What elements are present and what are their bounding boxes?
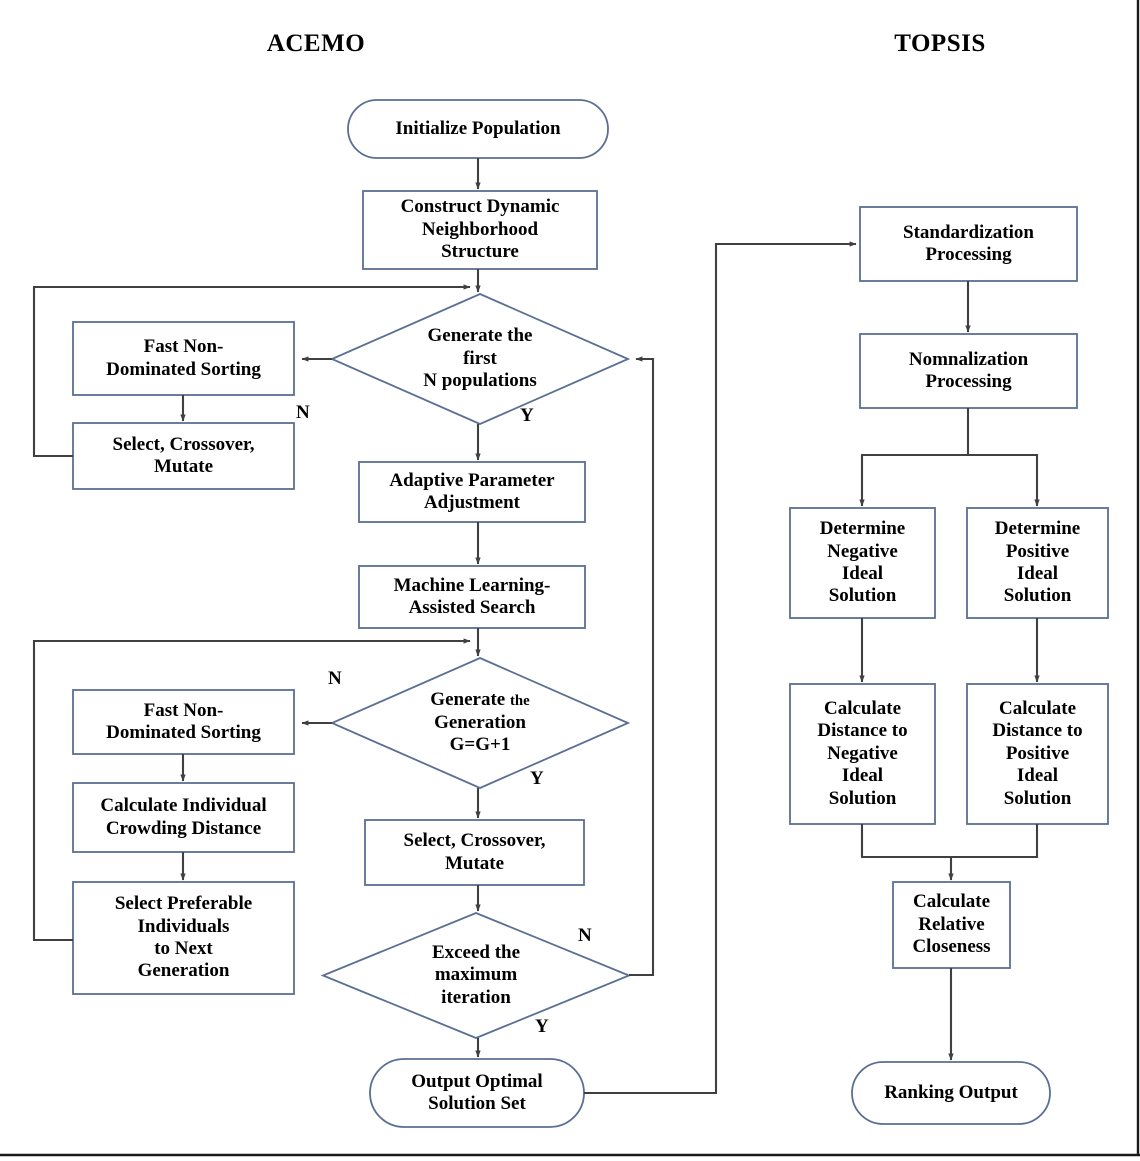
node-select-preferable-individuals[interactable]: [72, 881, 295, 995]
node-generate-generation[interactable]: [329, 657, 631, 789]
edge-feedback-loop-2: [32, 638, 471, 942]
column-title-acemo: ACEMO: [266, 30, 366, 57]
connector-lines: [32, 158, 1040, 1095]
node-calculate-individual-crowding-distance[interactable]: [72, 782, 295, 853]
edge-feedback-loop-1: [32, 284, 471, 458]
node-fast-non-dominated-sorting-2[interactable]: [72, 689, 295, 755]
edge-calc-positive-to-closeness: [951, 824, 1039, 859]
node-machine-learning-assisted-search[interactable]: [358, 565, 586, 629]
node-calculate-distance-positive-ideal-solution[interactable]: [966, 683, 1109, 825]
column-title-topsis: TOPSIS: [894, 30, 986, 57]
node-calculate-distance-negative-ideal-solution[interactable]: [789, 683, 936, 825]
node-initialize-population[interactable]: [347, 99, 609, 159]
node-nomnalization-processing[interactable]: [859, 333, 1078, 409]
edge-label-y-label-first-populations: Y: [520, 405, 534, 426]
node-determine-positive-ideal-solution[interactable]: [966, 507, 1109, 619]
edge-label-y-label-exceed-iteration: Y: [535, 1016, 549, 1037]
edge-label-y-label-generate-generation: Y: [530, 768, 544, 789]
node-generate-first-n-populations[interactable]: [329, 293, 631, 425]
node-exceed-maximum-iteration[interactable]: [320, 912, 632, 1039]
node-output-optimal-solution-set[interactable]: [369, 1058, 585, 1128]
edge-label-n-label-generate-generation: N: [328, 668, 342, 689]
node-adaptive-parameter-adjustment[interactable]: [358, 461, 586, 523]
edge-calc-negative-to-closeness: [860, 824, 954, 881]
edge-exceed-N-to-diamond1: [629, 356, 655, 977]
node-standardization-processing[interactable]: [859, 206, 1078, 282]
node-calculate-relative-closeness[interactable]: [892, 881, 1011, 969]
node-determine-negative-ideal-solution[interactable]: [789, 507, 936, 619]
node-select-crossover-mutate-1[interactable]: [72, 422, 295, 490]
edge-label-n-label-exceed-iteration: N: [578, 925, 592, 946]
edge-label-n-label-first-populations: N: [296, 402, 310, 423]
node-construct-dynamic-neighborhood-structure[interactable]: [362, 190, 598, 270]
node-select-crossover-mutate-2[interactable]: [364, 819, 585, 886]
edge-output-to-standardization: [584, 241, 857, 1095]
edge-nomnalization-to-negative: [859, 408, 970, 507]
node-fast-non-dominated-sorting-1[interactable]: [72, 321, 295, 396]
node-shapes: [72, 99, 1109, 1128]
edge-nomnalization-to-positive: [968, 453, 1040, 507]
node-ranking-output[interactable]: [851, 1061, 1051, 1125]
